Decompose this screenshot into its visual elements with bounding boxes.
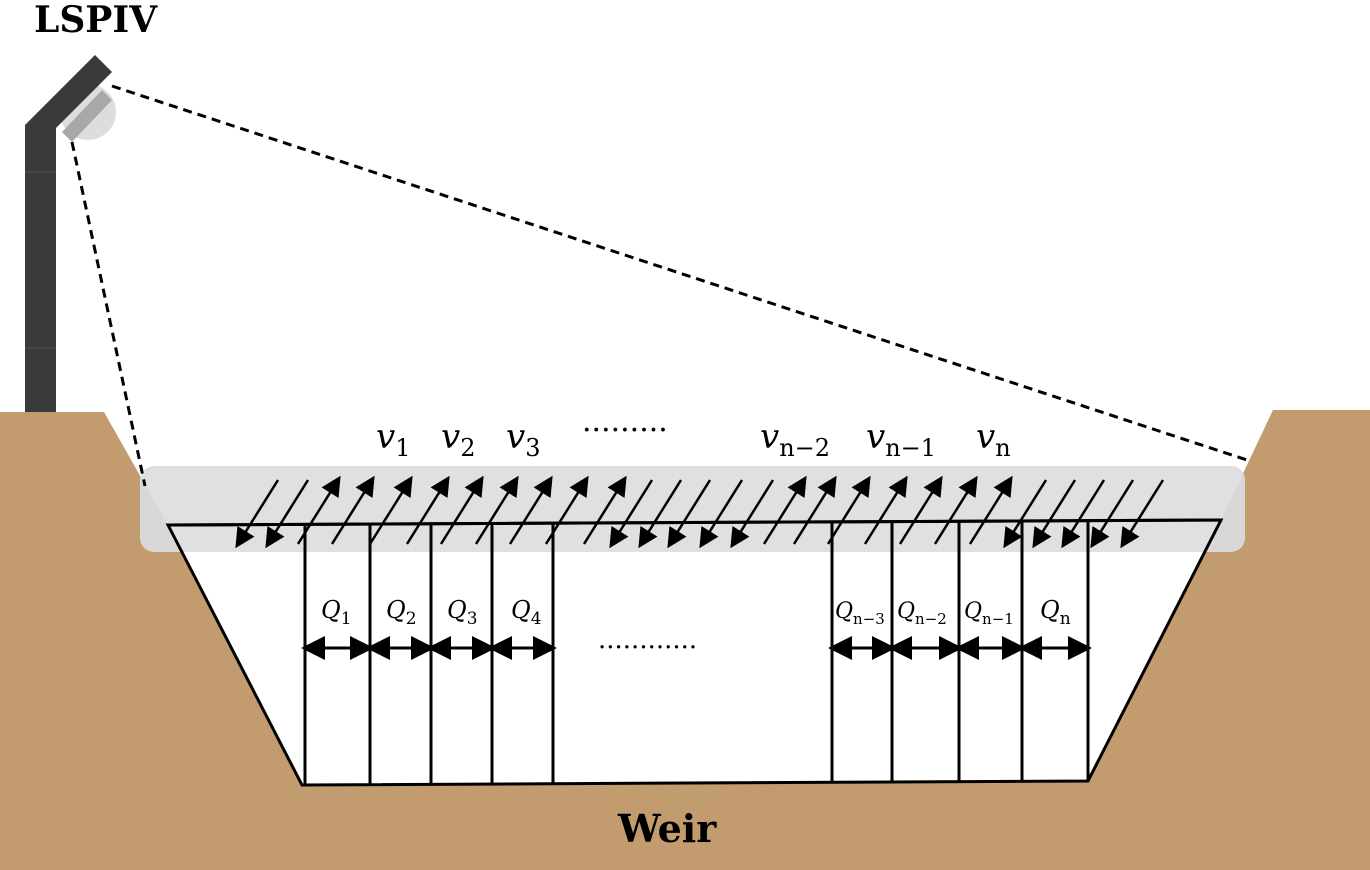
velocity-label: v2 [441,417,476,462]
velocity-arrow [699,479,744,549]
velocity-arrow [1003,479,1048,549]
velocity-arrow [898,475,943,545]
weir-label: Weir [617,806,717,851]
velocity-arrow [296,475,341,545]
velocity-arrow [1032,479,1077,549]
velocity-arrows [235,475,1165,549]
velocity-arrow [439,475,484,545]
velocity-arrow [609,479,654,549]
discharge-label: Q1 [321,596,352,629]
velocity-label: vn [976,417,1011,462]
ground-terrain [0,410,1370,870]
camera-view-line-lower [70,141,147,487]
velocity-arrow [730,479,775,549]
velocity-arrow [235,479,280,549]
velocity-arrow [826,475,871,545]
velocity-arrow [582,475,627,545]
discharge-labels: Q1 Q2 Q3 Q4 ············ Qn−3 Qn−2 Qn−1 … [321,596,1071,663]
discharge-label: Q3 [447,596,478,629]
velocity-arrow [405,475,450,545]
velocity-arrow [544,475,589,545]
velocity-arrow [863,475,908,545]
velocity-arrow [762,475,807,545]
velocity-label: v3 [506,417,541,462]
velocity-arrow [368,475,413,545]
velocity-arrow [1061,479,1106,549]
velocity-arrow [474,475,519,545]
velocity-label: v1 [376,417,411,462]
velocity-arrow [792,475,837,545]
camera-view-line-upper [111,84,1248,462]
diagram-title: LSPIV [34,0,158,41]
velocity-label: vn−1 [866,417,936,462]
velocity-arrow [330,475,375,545]
discharge-label: Qn [1040,596,1071,629]
velocity-arrow [265,479,310,549]
discharge-label: Q4 [511,596,542,629]
discharge-label: Qn−3 [835,599,885,628]
discharge-label: Qn−2 [897,599,947,628]
velocity-arrow [1090,479,1135,549]
velocity-arrow [1120,479,1165,549]
discharge-label: Qn−1 [964,599,1014,628]
velocity-arrow [508,475,553,545]
velocity-labels: v1 v2 v3 ········· vn−2 vn−1 vn [376,413,1011,462]
discharge-ellipsis: ············ [598,633,697,663]
velocity-arrow [968,475,1013,545]
camera-pole [25,125,56,412]
velocity-ellipsis: ········· [582,413,668,448]
velocity-arrow [638,479,683,549]
camera-icon [25,55,116,142]
velocity-arrow [667,479,712,549]
velocity-arrow [933,475,978,545]
discharge-label: Q2 [386,596,417,629]
velocity-label: vn−2 [760,417,830,462]
